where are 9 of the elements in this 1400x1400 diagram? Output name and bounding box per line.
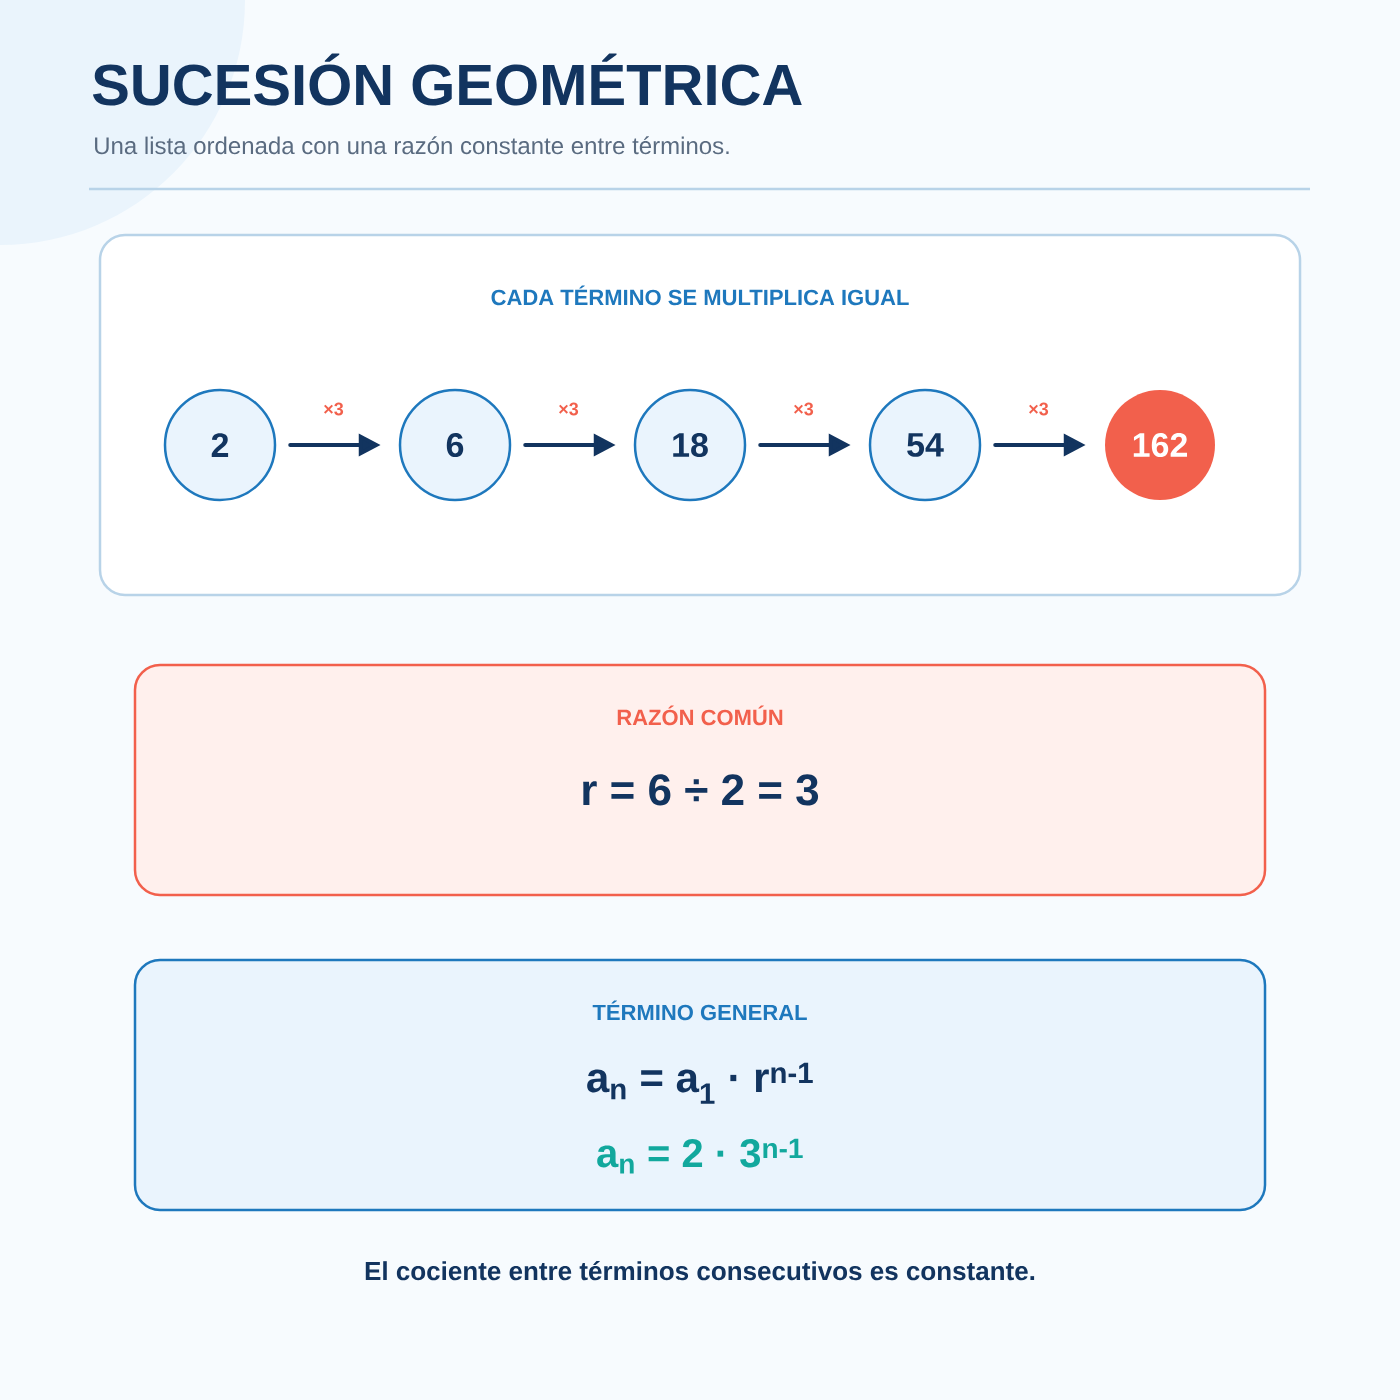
edge-label: ×3: [1029, 402, 1049, 416]
edge-label: ×3: [794, 402, 814, 416]
edge-label: ×3: [324, 402, 344, 416]
subtitle: Una lista ordenada con una razón constante entre términos.: [95, 136, 729, 155]
edge-label: ×3: [559, 402, 579, 416]
formula-box: TÉRMINO GENERAL a$_{n}$ = a$_{1}$ · r$^{n-1}$ a$_{n}$ = 2 · 3$^{n-1}$: [133, 958, 1267, 1212]
caption: El cociente entre términos consecutivos es constante.: [365, 1260, 1035, 1281]
ratio-box: RAZÓN COMÚN r = 6 ÷ 2 = 3: [133, 663, 1267, 897]
title: SUCESIÓN GEOMÉTRICA: [92, 53, 802, 106]
